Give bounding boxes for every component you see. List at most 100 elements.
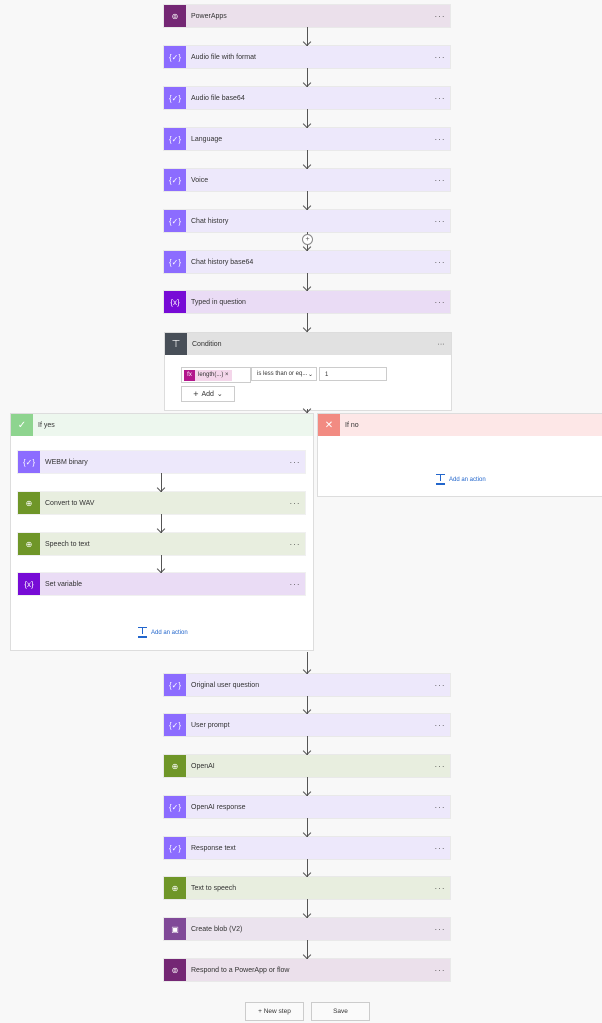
variable-icon: {✓}: [164, 46, 186, 68]
add-an-action-link[interactable]: Add an action: [436, 474, 486, 485]
operator-value: is less than or eq...: [257, 371, 308, 377]
expression-token[interactable]: length(...) ×: [195, 369, 232, 381]
more-options-icon[interactable]: ···: [434, 802, 446, 812]
close-icon: ✕: [318, 414, 340, 436]
step-title: Respond to a PowerApp or flow: [191, 966, 290, 974]
step-title: Set variable: [45, 580, 82, 588]
condition-right-operand[interactable]: 1: [319, 367, 387, 381]
step-card[interactable]: {✓} Chat history ···: [164, 210, 450, 232]
add-action-icon: [436, 474, 445, 485]
powerapps-icon: ⊚: [164, 959, 186, 981]
connector-arrow: [307, 150, 308, 169]
step-card[interactable]: {✓} User prompt ···: [164, 714, 450, 736]
step-title: Voice: [191, 176, 209, 184]
more-options-icon[interactable]: ···: [434, 924, 446, 934]
step-card[interactable]: {✓} WEBM binary ···: [18, 451, 305, 473]
plus-icon: +: [193, 389, 199, 399]
add-action-label: Add an action: [449, 476, 486, 483]
connector-arrow: [161, 555, 162, 573]
new-step-button[interactable]: + New step: [245, 1002, 304, 1021]
step-card[interactable]: {✓} Voice ···: [164, 169, 450, 191]
add-an-action-link[interactable]: Add an action: [138, 627, 188, 638]
step-title: Audio file base64: [191, 94, 245, 102]
step-card[interactable]: {✓} Response text ···: [164, 837, 450, 859]
step-title: Audio file with format: [191, 53, 256, 61]
step-card[interactable]: ▣ Create blob (V2) ···: [164, 918, 450, 940]
condition-left-operand[interactable]: fx length(...) ×: [181, 367, 251, 383]
step-card[interactable]: {✓} OpenAI response ···: [164, 796, 450, 818]
more-options-icon[interactable]: ···: [434, 134, 446, 144]
variable-icon: {✓}: [164, 674, 186, 696]
condition-operator-select[interactable]: is less than or eq...⌄: [251, 367, 317, 381]
connector-arrow: [307, 696, 308, 714]
step-card[interactable]: {✓} Audio file with format ···: [164, 46, 450, 68]
variable-icon: {✓}: [164, 714, 186, 736]
condition-icon: ⊤: [165, 333, 187, 355]
variable-icon: {✓}: [164, 87, 186, 109]
insert-step-button[interactable]: +: [302, 234, 313, 245]
more-options-icon[interactable]: ···: [434, 720, 446, 730]
more-options-icon[interactable]: ···: [434, 11, 446, 21]
http-icon: ⊕: [18, 492, 40, 514]
add-label: Add: [201, 390, 214, 398]
more-options-icon[interactable]: ···: [434, 257, 446, 267]
if-yes-header[interactable]: ✓ If yes: [11, 414, 313, 436]
save-button[interactable]: Save: [311, 1002, 370, 1021]
add-action-icon: [138, 627, 147, 638]
connector-arrow: [307, 652, 308, 674]
step-card[interactable]: ⊕ Text to speech ···: [164, 877, 450, 899]
more-options-icon[interactable]: ···: [434, 297, 446, 307]
more-options-icon[interactable]: ···: [434, 965, 446, 975]
condition-header[interactable]: ⊤ Condition ···: [165, 333, 451, 355]
step-title: Original user question: [191, 681, 260, 689]
blob-icon: ▣: [164, 918, 186, 940]
add-condition-button[interactable]: +Add⌄: [181, 386, 235, 402]
more-options-icon[interactable]: ···: [434, 843, 446, 853]
step-card[interactable]: ⊚ PowerApps ···: [164, 5, 450, 27]
setvar-icon: {x}: [164, 291, 186, 313]
more-options-icon[interactable]: ···: [434, 52, 446, 62]
more-options-icon[interactable]: ···: [434, 680, 446, 690]
more-options-icon[interactable]: ···: [434, 216, 446, 226]
more-options-icon[interactable]: ···: [434, 761, 446, 771]
more-options-icon[interactable]: ···: [289, 579, 301, 589]
step-title: WEBM binary: [45, 458, 88, 466]
more-options-icon[interactable]: ···: [434, 93, 446, 103]
connector-arrow: [307, 273, 308, 291]
more-options-icon[interactable]: ···: [289, 539, 301, 549]
step-card[interactable]: ⊕ Convert to WAV ···: [18, 492, 305, 514]
step-title: PowerApps: [191, 12, 227, 20]
http-icon: ⊕: [164, 877, 186, 899]
step-card[interactable]: {✓} Audio file base64 ···: [164, 87, 450, 109]
variable-icon: {✓}: [164, 796, 186, 818]
step-card[interactable]: ⊕ Speech to text ···: [18, 533, 305, 555]
step-card[interactable]: {x} Set variable ···: [18, 573, 305, 595]
remove-token-icon[interactable]: ×: [225, 371, 229, 378]
http-icon: ⊕: [164, 755, 186, 777]
step-card[interactable]: {x} Typed in question ···: [164, 291, 450, 313]
more-options-icon[interactable]: ···: [289, 457, 301, 467]
step-title: OpenAI response: [191, 803, 246, 811]
step-card[interactable]: {✓} Chat history base64 ···: [164, 251, 450, 273]
more-options-icon[interactable]: ···: [434, 883, 446, 893]
powerapps-icon: ⊚: [164, 5, 186, 27]
variable-icon: {✓}: [18, 451, 40, 473]
more-options-icon[interactable]: ···: [289, 498, 301, 508]
if-no-branch: ✕ If no Add an action: [317, 413, 602, 497]
connector-arrow: [307, 68, 308, 87]
condition-title: Condition: [192, 340, 222, 348]
step-title: Chat history base64: [191, 258, 254, 266]
step-title: Response text: [191, 844, 236, 852]
setvar-icon: {x}: [18, 573, 40, 595]
chevron-down-icon: ⌄: [307, 371, 313, 378]
if-no-title: If no: [345, 421, 359, 429]
step-title: Language: [191, 135, 223, 143]
step-card[interactable]: {✓} Language ···: [164, 128, 450, 150]
step-card[interactable]: {✓} Original user question ···: [164, 674, 450, 696]
connector-arrow: [307, 313, 308, 332]
if-no-header[interactable]: ✕ If no: [318, 414, 602, 436]
more-options-icon[interactable]: ···: [437, 340, 445, 348]
more-options-icon[interactable]: ···: [434, 175, 446, 185]
step-card[interactable]: ⊕ OpenAI ···: [164, 755, 450, 777]
step-card[interactable]: ⊚ Respond to a PowerApp or flow ···: [164, 959, 450, 981]
